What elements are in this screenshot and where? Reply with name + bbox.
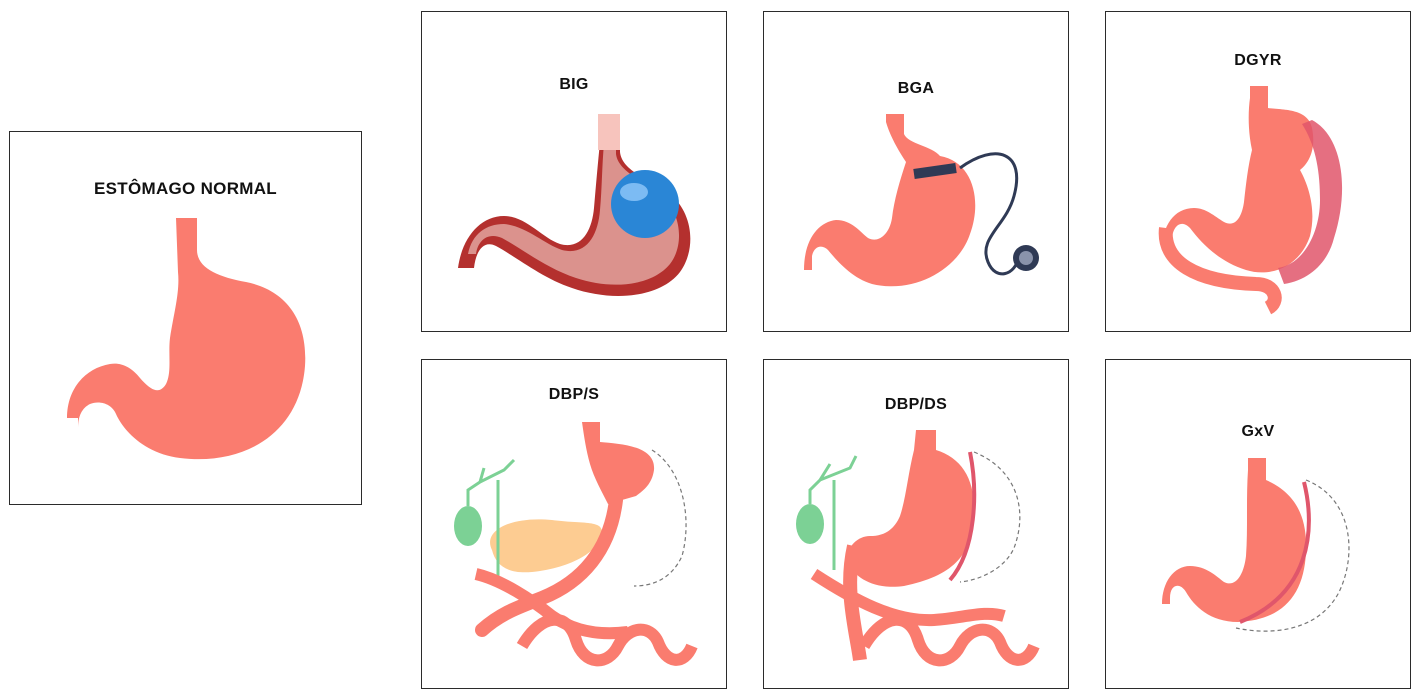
dbpds-illustration xyxy=(764,360,1070,690)
normal-stomach-illustration xyxy=(10,132,363,506)
dgyr-illustration xyxy=(1106,12,1411,333)
esophagus xyxy=(598,114,620,150)
panel-normal-stomach: ESTÔMAGO NORMAL xyxy=(9,131,362,505)
gxv-illustration xyxy=(1106,360,1411,690)
stomach-sleeve xyxy=(847,430,974,587)
bga-illustration xyxy=(764,12,1070,333)
dbps-illustration xyxy=(422,360,728,690)
gallbladder xyxy=(796,504,824,544)
panel-dgyr: DGYR xyxy=(1105,11,1411,332)
stomach-sleeve xyxy=(1162,458,1306,622)
stomach-shape xyxy=(804,114,975,286)
stomach-shape xyxy=(67,218,305,459)
panel-bga: BGA xyxy=(763,11,1069,332)
balloon xyxy=(611,170,679,238)
panel-dbpds: DBP/DS xyxy=(763,359,1069,689)
panel-dbps: DBP/S xyxy=(421,359,727,689)
stomach-shape xyxy=(1162,86,1313,272)
panel-big: BIG xyxy=(421,11,727,332)
big-illustration xyxy=(422,12,728,333)
panel-gxv: GxV xyxy=(1105,359,1411,689)
gallbladder xyxy=(454,506,482,546)
stomach-remnant xyxy=(582,422,654,504)
gastric-band xyxy=(914,168,956,174)
